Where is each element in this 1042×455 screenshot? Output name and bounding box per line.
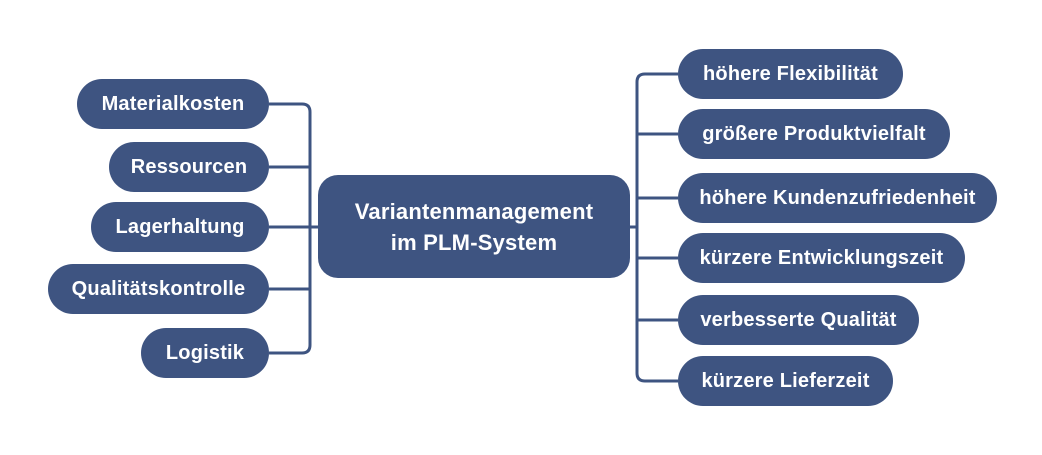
right-node-kuerzere-lieferzeit[interactable]: kürzere Lieferzeit — [678, 356, 893, 406]
right-node-hoehere-kundenzufriedenheit[interactable]: höhere Kundenzufriedenheit — [678, 173, 997, 223]
left-node-logistik[interactable]: Logistik — [141, 328, 269, 378]
left-node-lagerhaltung[interactable]: Lagerhaltung — [91, 202, 269, 252]
left-node-ressourcen[interactable]: Ressourcen — [109, 142, 269, 192]
center-node-variantenmanagement[interactable]: Variantenmanagement im PLM-System — [318, 175, 630, 278]
left-node-qualitaetskontrolle[interactable]: Qualitätskontrolle — [48, 264, 269, 314]
left-node-materialkosten[interactable]: Materialkosten — [77, 79, 269, 129]
center-node-title-line1: Variantenmanagement — [354, 198, 594, 224]
right-node-kuerzere-entwicklungszeit[interactable]: kürzere Entwicklungszeit — [678, 233, 965, 283]
right-node-verbesserte-qualitaet[interactable]: verbesserte Qualität — [678, 295, 919, 345]
right-connector-trunk — [635, 72, 678, 383]
center-node-title-line2: im PLM-System — [390, 229, 558, 255]
right-node-hoehere-flexibilitaet[interactable]: höhere Flexibilität — [678, 49, 903, 99]
right-node-groessere-produktvielfalt[interactable]: größere Produktvielfalt — [678, 109, 950, 159]
